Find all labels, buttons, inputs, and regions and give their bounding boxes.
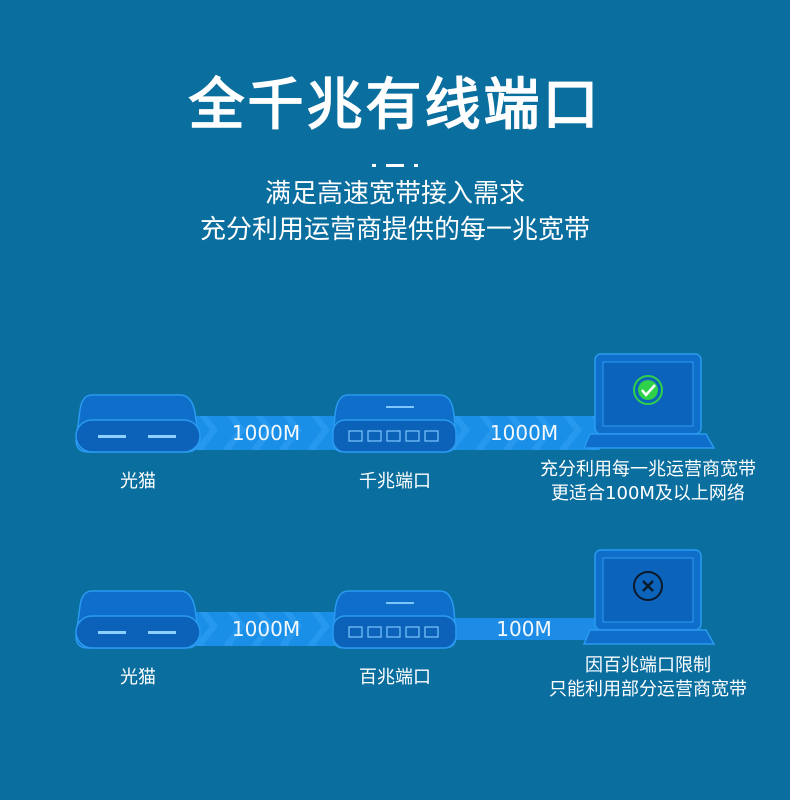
result-line-1: 充分利用每一兆运营商宽带 <box>540 459 756 480</box>
modem-switch-speed: 1000M <box>231 421 301 445</box>
subtitle-line-1: 满足高速宽带接入需求 <box>264 179 525 209</box>
check-icon <box>633 375 663 405</box>
switch-laptop-speed: 100M <box>496 617 552 641</box>
modem-label: 光猫 <box>120 667 156 688</box>
page-title: 全千兆有线端口 <box>188 73 602 138</box>
x-icon <box>633 571 663 601</box>
modem-switch-link <box>190 416 340 450</box>
switch-laptop-link <box>450 416 600 450</box>
gigabit-comparison-row: 1000M 1000M 光猫 千兆端口 充分利用每一兆运营商宽带 更适合100M… <box>0 340 790 530</box>
switch-laptop-speed: 1000M <box>489 421 559 445</box>
result-text: 因百兆端口限制 只能利用部分运营商宽带 <box>528 654 768 702</box>
title-divider <box>0 155 790 174</box>
laptop-device <box>582 353 716 449</box>
switch-label: 百兆端口 <box>359 667 431 688</box>
subtitle-line-2: 充分利用运营商提供的每一兆宽带 <box>199 215 590 245</box>
result-line-1: 因百兆端口限制 <box>585 655 711 676</box>
modem-device <box>75 394 201 453</box>
result-line-2: 更适合100M及以上网络 <box>551 483 745 504</box>
fast-ethernet-comparison-row: 1000M 100M 光猫 百兆端口 因百兆端口限制 只能利用部分运营商宽带 <box>0 536 790 726</box>
modem-device <box>75 590 201 649</box>
switch-laptop-link <box>450 618 600 640</box>
fast-ethernet-switch-device <box>332 590 457 649</box>
result-text: 充分利用每一兆运营商宽带 更适合100M及以上网络 <box>528 458 768 506</box>
modem-switch-speed: 1000M <box>231 617 301 641</box>
switch-label: 千兆端口 <box>359 471 431 492</box>
modem-switch-link <box>190 612 340 646</box>
result-line-2: 只能利用部分运营商宽带 <box>549 679 747 700</box>
gigabit-switch-device <box>332 394 457 453</box>
modem-label: 光猫 <box>120 471 156 492</box>
